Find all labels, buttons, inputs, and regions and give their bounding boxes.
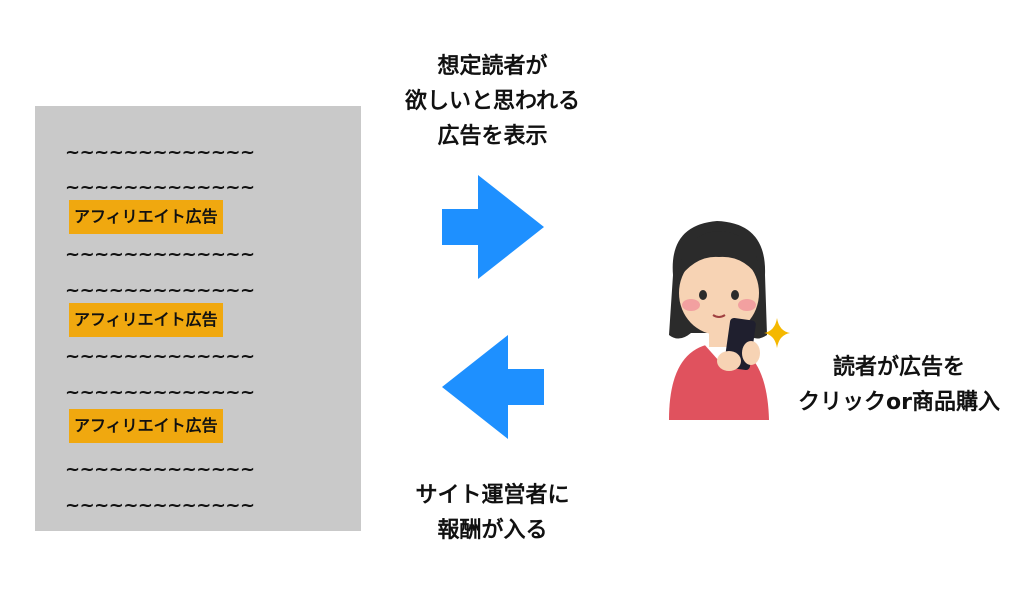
top-caption: 想定読者が 欲しいと思われる 広告を表示	[375, 49, 610, 154]
reader-caption: 読者が広告を クリックor商品購入	[784, 350, 1014, 420]
top-caption-line: 広告を表示	[437, 124, 548, 149]
text-line: ~~~~~~~~~~~~~	[65, 382, 255, 403]
text-line: ~~~~~~~~~~~~~	[65, 280, 255, 301]
top-caption-line: 欲しいと思われる	[405, 89, 580, 114]
affiliate-ad: アフィリエイト広告	[69, 200, 223, 234]
arrow-right-icon	[442, 175, 544, 279]
bottom-caption-line: 報酬が入る	[437, 518, 548, 543]
text-line: ~~~~~~~~~~~~~	[65, 346, 255, 367]
woman-with-smartphone-illustration	[669, 221, 769, 420]
sparkle-icon	[764, 318, 790, 348]
bottom-caption: サイト運営者に 報酬が入る	[375, 478, 610, 548]
text-line: ~~~~~~~~~~~~~	[65, 244, 255, 265]
top-caption-line: 想定読者が	[437, 54, 548, 79]
text-line: ~~~~~~~~~~~~~	[65, 495, 255, 516]
affiliate-ad: アフィリエイト広告	[69, 409, 223, 443]
website-page: ~~~~~~~~~~~~~ ~~~~~~~~~~~~~ アフィリエイト広告 ~~…	[35, 106, 361, 531]
reader-caption-line: クリックor商品購入	[798, 390, 1000, 415]
affiliate-ad: アフィリエイト広告	[69, 303, 223, 337]
text-line: ~~~~~~~~~~~~~	[65, 459, 255, 480]
text-line: ~~~~~~~~~~~~~	[65, 142, 255, 163]
arrow-left-icon	[442, 335, 544, 439]
reader-caption-line: 読者が広告を	[832, 355, 965, 380]
bottom-caption-line: サイト運営者に	[415, 483, 570, 508]
text-line: ~~~~~~~~~~~~~	[65, 177, 255, 198]
